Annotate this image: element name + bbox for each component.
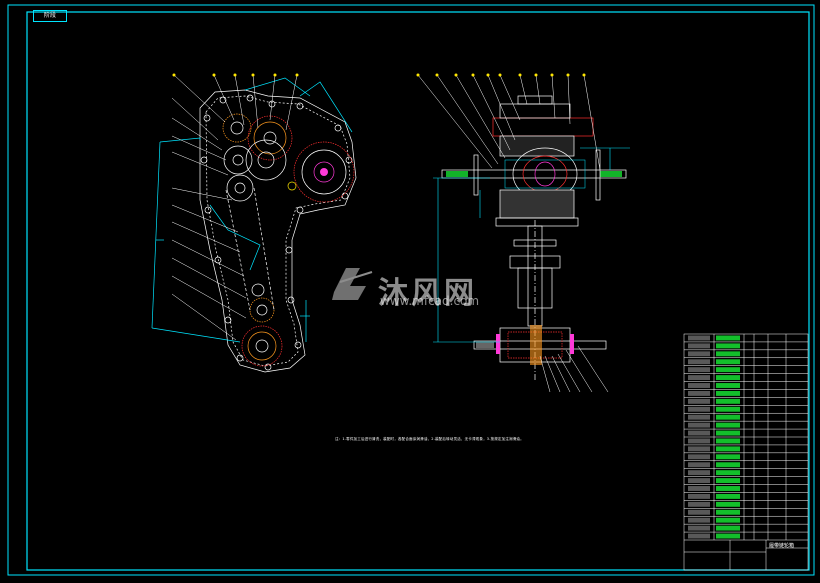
bom-code-cell xyxy=(688,351,710,357)
bom-code-cell xyxy=(688,478,710,484)
bom-name-cell xyxy=(716,335,740,341)
bom-name-cell xyxy=(716,501,740,507)
bom-code-cell xyxy=(688,422,710,428)
sprocket-upper xyxy=(249,297,275,323)
bom-name-cell xyxy=(716,470,740,476)
bom-code-cell xyxy=(688,486,710,491)
bom-name-cell xyxy=(716,422,740,428)
housing-outline xyxy=(199,89,357,373)
bom-name-cell xyxy=(716,517,740,523)
bom-name-cell xyxy=(716,486,740,491)
bom-code-cell xyxy=(688,462,710,468)
gear-left xyxy=(223,145,253,175)
bom-code-cell xyxy=(688,390,710,396)
drawing-title: 履带链轮箱 xyxy=(769,543,795,549)
gear-drive xyxy=(293,141,355,203)
bom-code-cell xyxy=(688,517,710,523)
bom-code-cell xyxy=(688,501,710,507)
bom-code-cell xyxy=(688,375,710,381)
bom-name-cell xyxy=(716,375,740,381)
title-block xyxy=(683,333,809,571)
bom-name-cell xyxy=(716,446,740,452)
bom-code-cell xyxy=(688,446,710,452)
gear-train-view xyxy=(151,73,357,373)
bom-code-cell xyxy=(688,509,710,515)
section-view xyxy=(416,73,630,393)
watermark-text: 沐风网 xyxy=(378,276,477,311)
bom-name-cell xyxy=(716,525,740,531)
bom-name-cell xyxy=(716,390,740,396)
bom-code-cell xyxy=(688,525,710,531)
watermark-url: www.mfcad.com xyxy=(380,294,480,308)
bom-code-cell xyxy=(688,454,710,460)
upper-shaft xyxy=(441,169,627,179)
technical-note: 注：1.零件加工后进行清洗，装配时，各配合面涂润滑油，2.装配后转动灵活，无卡滞… xyxy=(335,437,524,441)
bom-name-cell xyxy=(716,533,740,539)
bom-name-cell xyxy=(716,398,740,404)
outer-border xyxy=(7,4,815,576)
inner-border xyxy=(26,11,810,571)
bom-name-cell xyxy=(716,343,740,349)
bom-code-cell xyxy=(688,533,710,539)
bom-name-cell xyxy=(716,359,740,365)
bom-code-cell xyxy=(688,493,710,499)
bom-code-cell xyxy=(688,430,710,436)
gear-center xyxy=(245,139,287,181)
bom-code-cell xyxy=(688,398,710,404)
bom-name-cell xyxy=(716,367,740,373)
bom-name-cell xyxy=(716,406,740,412)
bom-name-cell xyxy=(716,462,740,468)
bom-name-cell xyxy=(716,438,740,444)
bom-name-cell xyxy=(716,493,740,499)
bom-name-cell xyxy=(716,351,740,357)
bom-code-cell xyxy=(688,343,710,349)
bom-name-cell xyxy=(716,509,740,515)
gear-lower xyxy=(226,174,254,202)
gear-mid-large xyxy=(247,115,293,161)
bom-code-cell xyxy=(688,414,710,420)
bom-code-cell xyxy=(688,406,710,412)
gear-top xyxy=(222,113,252,143)
bom-code-cell xyxy=(688,470,710,476)
bom-name-cell xyxy=(716,478,740,484)
bom-name-cell xyxy=(716,454,740,460)
bom-code-cell xyxy=(688,383,710,388)
sprocket-lower xyxy=(241,325,283,367)
watermark-logo xyxy=(332,268,373,300)
bom-code-cell xyxy=(688,438,710,444)
bom-code-cell xyxy=(688,335,710,341)
bom-name-cell xyxy=(716,430,740,436)
sheet-corner-tag: 阶段 xyxy=(33,10,67,22)
bom-code-cell xyxy=(688,359,710,365)
bom-code-cell xyxy=(688,367,710,373)
bom-name-cell xyxy=(716,414,740,420)
bom-name-cell xyxy=(716,383,740,388)
